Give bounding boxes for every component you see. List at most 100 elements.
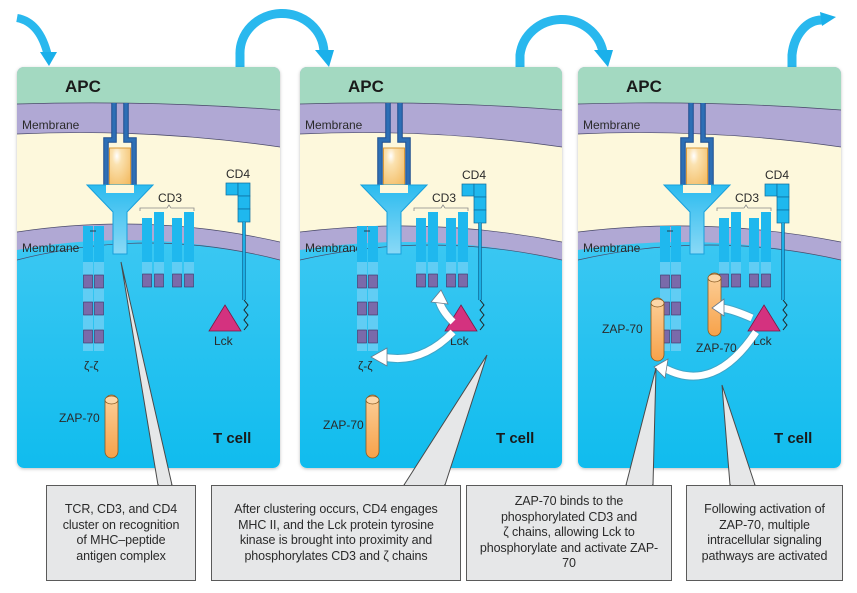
t-cell-label: T cell — [213, 430, 251, 447]
apc-label: APC — [348, 77, 384, 96]
itam-motif — [671, 274, 681, 289]
cd4-label: CD4 — [462, 168, 486, 182]
flow-arrow-out — [787, 15, 823, 67]
membrane-label-bottom: Membrane — [305, 241, 363, 255]
membrane-label-top: Membrane — [305, 118, 363, 132]
phosphorylation-arrow-zeta-head — [370, 347, 388, 367]
itam-motif — [83, 329, 93, 344]
cd4-domain — [473, 209, 487, 224]
itam-motif — [660, 274, 670, 289]
cd4-coreceptor — [225, 182, 251, 331]
flow-arrow-in-head — [40, 52, 57, 66]
itam-motif — [368, 274, 378, 289]
lck-label: Lck — [214, 334, 234, 348]
cd4-label: CD4 — [765, 168, 789, 182]
itam-motif — [154, 273, 164, 288]
cd3-chain — [731, 212, 741, 286]
activation-arrow-cd3-zap70-head — [711, 298, 725, 317]
cd3-label: CD3 — [158, 191, 182, 205]
cd4-tail — [479, 299, 485, 331]
itam-motif — [83, 301, 93, 316]
zeta-chains — [83, 226, 104, 351]
activation-arrow-zeta-zap70-head — [653, 358, 669, 379]
cd4-domain — [237, 182, 251, 197]
cd3-chain — [749, 218, 759, 280]
zap70-molecule-top — [365, 395, 380, 405]
t-cell-label: T cell — [774, 430, 812, 447]
cd3-brace — [716, 204, 772, 211]
membrane-label-bottom: Membrane — [583, 241, 641, 255]
t-cell-label: T cell — [496, 430, 534, 447]
zap70-molecule-cd3-top — [707, 273, 722, 283]
cd4-domain — [764, 183, 778, 197]
flow-arrow-in — [16, 14, 52, 58]
cd3-brace — [413, 204, 469, 211]
mhc-molecule-fill — [104, 103, 136, 185]
cd4-domain — [461, 183, 475, 197]
apc-region — [300, 67, 562, 110]
cd4-domain — [776, 196, 790, 211]
itam-motif — [142, 273, 152, 288]
itam-motif — [731, 273, 741, 288]
cd3-chain — [719, 218, 729, 280]
phosphorylation-arrow-cd3-head — [430, 289, 449, 305]
apc-membrane-edge — [578, 132, 841, 148]
cd3-chain-intracellular — [142, 262, 152, 280]
cd3-chain — [184, 212, 194, 286]
cd3-complex — [139, 204, 195, 288]
itam-motif — [761, 273, 771, 288]
membrane-label-top: Membrane — [583, 118, 641, 132]
tcell-membrane-edge — [578, 225, 841, 243]
zap70-label: ZAP-70 — [59, 411, 100, 425]
itam-motif — [94, 329, 104, 344]
cd4-domain — [473, 196, 487, 211]
apc-region — [17, 67, 280, 110]
flow-arrow-2-3 — [515, 14, 608, 67]
flow-arrow-1-2 — [235, 8, 329, 67]
cd4-domain — [473, 183, 487, 198]
zeta-label: ζ-ζ — [358, 359, 373, 373]
phosphorylation-arrow-zeta — [382, 329, 456, 363]
cd4-domain — [237, 208, 251, 223]
cd4-domain — [776, 209, 790, 224]
cd3-label: CD3 — [735, 191, 759, 205]
cd3-chain — [446, 218, 456, 280]
tcr-receptor — [85, 184, 155, 255]
callout-step-1: TCR, CD3, and CD4 cluster on recognition… — [46, 485, 196, 581]
flow-arrow-2-3-head — [594, 50, 613, 67]
tcr-cup — [106, 185, 134, 193]
cd3-complex — [716, 204, 772, 288]
cd3-chain — [761, 212, 771, 286]
panel-content — [300, 67, 562, 468]
peptide-antigen — [109, 147, 131, 189]
cd4-label: CD4 — [226, 167, 250, 181]
zeta-chains — [357, 226, 378, 351]
cd3-brace — [139, 204, 195, 211]
itam-motif — [749, 273, 759, 288]
tcr-receptor — [662, 184, 732, 255]
callout-step-2: After clustering occurs, CD4 engages MHC… — [211, 485, 461, 581]
cd3-chain-intracellular — [749, 262, 759, 280]
apc-membrane-edge — [17, 132, 280, 148]
apc-membrane-edge — [17, 102, 280, 111]
tcell-membrane-edge — [578, 244, 841, 261]
cd3-chain — [416, 218, 426, 280]
zap70-molecule-top — [104, 395, 119, 405]
itam-motif — [671, 301, 681, 316]
cd4-tail — [782, 299, 788, 331]
panel-content — [17, 67, 280, 468]
itam-motif — [458, 273, 468, 288]
cd4-coreceptor — [461, 183, 487, 331]
itam-motif — [94, 274, 104, 289]
callout-step-4: Following activation of ZAP-70, multiple… — [686, 485, 843, 581]
itam-motif — [172, 273, 182, 288]
cd3-chain — [154, 212, 164, 286]
itam-motif — [184, 273, 194, 288]
cd4-domain — [776, 183, 790, 198]
flow-arrow-1-2-head — [315, 50, 334, 67]
lck-label: Lck — [753, 334, 773, 348]
zap70-molecule-zeta-top — [650, 298, 665, 308]
